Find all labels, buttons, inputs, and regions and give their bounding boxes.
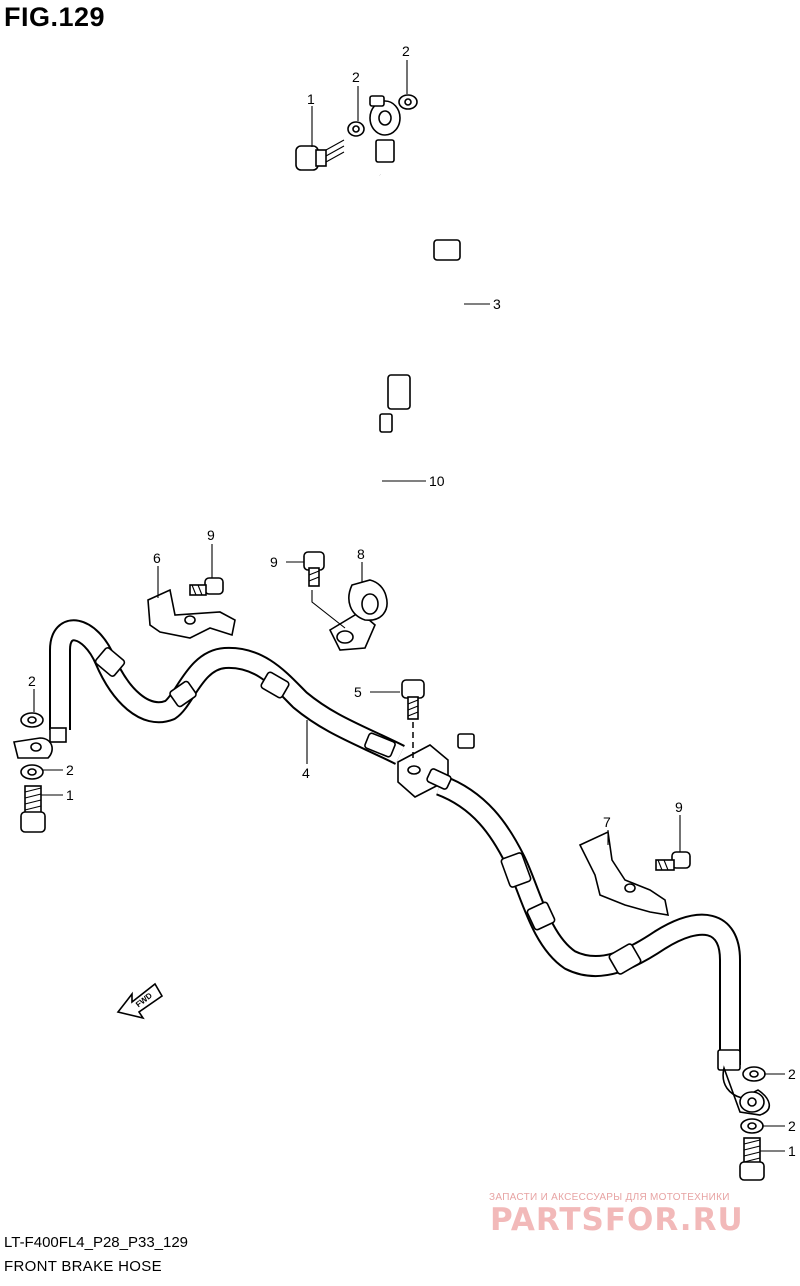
figure-code: LT-F400FL4_P28_P33_129 xyxy=(4,1234,189,1251)
right-lower-washer xyxy=(740,1118,764,1134)
callout-10: 10 xyxy=(429,473,445,489)
callout-1-left: 1 xyxy=(66,787,74,803)
callout-7: 7 xyxy=(603,814,611,830)
leader-lines xyxy=(33,60,785,1152)
callout-6: 6 xyxy=(153,550,161,566)
brake-pipe xyxy=(376,413,494,749)
right-bracket-bolt xyxy=(655,851,691,871)
callout-5: 5 xyxy=(354,684,362,700)
watermark-tagline: ЗАПАСТИ И АКСЕССУАРЫ ДЛЯ МОТОТЕХНИКИ xyxy=(489,1192,730,1203)
callout-2-top-right: 2 xyxy=(402,43,410,59)
callout-2-left-upper: 2 xyxy=(28,673,36,689)
right-banjo-bolt xyxy=(739,1137,765,1181)
callout-2-right-upper: 2 xyxy=(788,1066,796,1082)
hose-clamp-bracket xyxy=(328,579,388,651)
callout-2-left-lower: 2 xyxy=(66,762,74,778)
clamp-bolt xyxy=(303,551,325,587)
upper-banjo-fitting xyxy=(369,95,401,136)
left-upper-washer xyxy=(20,712,44,728)
watermark-logo: PARTSFOR.RU xyxy=(490,1202,744,1238)
main-lower-brake-hose xyxy=(49,619,741,1071)
callout-9-right: 9 xyxy=(675,799,683,815)
right-banjo-fitting xyxy=(722,1065,770,1116)
figure-title: FIG.129 xyxy=(4,2,106,32)
left-bracket-bolt xyxy=(189,577,224,596)
left-banjo-bolt xyxy=(20,785,46,833)
three-way-joint xyxy=(397,744,452,798)
callout-8: 8 xyxy=(357,546,365,562)
upper-brake-hose xyxy=(375,139,461,410)
left-lower-washer xyxy=(20,764,44,780)
callout-3: 3 xyxy=(493,296,501,312)
forward-direction-arrow: FWD xyxy=(116,982,164,1020)
callout-9-left: 9 xyxy=(207,527,215,543)
joint-mounting-bolt xyxy=(401,679,425,760)
callout-4: 4 xyxy=(302,765,310,781)
upper-banjo-bolt xyxy=(295,139,345,171)
upper-washer-right xyxy=(398,94,418,110)
right-hose-bracket xyxy=(578,830,670,916)
callout-2-right-lower: 2 xyxy=(788,1118,796,1134)
left-banjo-fitting xyxy=(13,727,67,759)
upper-washer-left xyxy=(347,121,365,137)
callout-1-top: 1 xyxy=(307,91,315,107)
figure-caption: FRONT BRAKE HOSE xyxy=(4,1258,162,1275)
callout-numbers: 1 2 2 3 10 9 6 9 8 5 4 2 2 1 7 9 2 2 1 xyxy=(28,43,796,1159)
left-hose-bracket xyxy=(147,588,236,639)
callout-2-top-left: 2 xyxy=(352,69,360,85)
callout-1-right: 1 xyxy=(788,1143,796,1159)
right-upper-washer xyxy=(742,1066,766,1082)
callout-9-mid: 9 xyxy=(270,554,278,570)
